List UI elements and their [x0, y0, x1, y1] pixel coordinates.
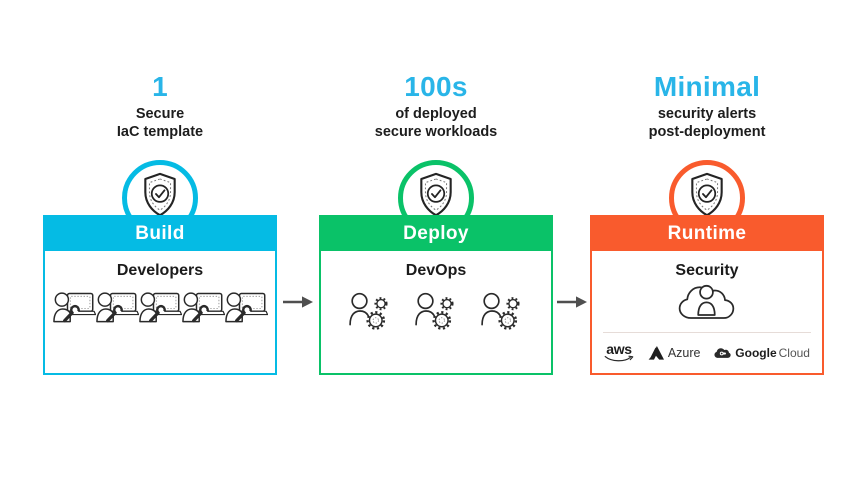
- google-cloud-label-suffix: Cloud: [778, 346, 810, 360]
- column-build: 1 Secure IaC template Build Developers: [43, 0, 277, 488]
- deploy-box: Deploy DevOps: [319, 215, 553, 375]
- deploy-stat: 100s of deployed secure workloads: [319, 72, 553, 142]
- azure-logo: Azure: [648, 346, 701, 360]
- runtime-stat-number: Minimal: [653, 71, 761, 102]
- aws-logo: aws: [604, 340, 634, 364]
- devops-person-gears-icon: [414, 292, 458, 330]
- runtime-role-label: Security: [675, 262, 739, 279]
- runtime-stat-desc-line1: security alerts: [657, 106, 757, 123]
- devops-person-gears-icon: [480, 292, 524, 330]
- developer-at-laptop-icon: [96, 290, 139, 327]
- aws-smile-arrow-icon: [604, 355, 634, 364]
- column-runtime: Minimal security alerts post-deployment …: [590, 0, 824, 488]
- deploy-stat-desc-line1: of deployed: [395, 106, 477, 123]
- devops-icon-row: [321, 292, 551, 330]
- arrow-build-to-deploy-icon: [282, 295, 314, 309]
- aws-logo-label: aws: [606, 340, 632, 357]
- runtime-box: Runtime Security aws Azure: [590, 215, 824, 375]
- build-box: Build Developers: [43, 215, 277, 375]
- shield-check-icon: [685, 170, 729, 220]
- deploy-box-title: Deploy: [320, 216, 552, 251]
- developer-at-laptop-icon: [225, 290, 268, 327]
- build-role-label: Developers: [116, 262, 204, 279]
- shield-check-icon: [414, 170, 458, 220]
- deploy-stat-desc-line2: secure workloads: [374, 124, 498, 141]
- runtime-stat-desc-line2: post-deployment: [648, 124, 766, 141]
- column-deploy: 100s of deployed secure workloads Deploy…: [319, 0, 553, 488]
- google-cloud-icon: [714, 347, 731, 359]
- build-stat-number: 1: [152, 71, 168, 102]
- developers-icon-row: [45, 290, 275, 327]
- build-stat-desc-line1: Secure: [135, 106, 185, 123]
- build-box-title: Build: [44, 216, 276, 251]
- deploy-stat-number: 100s: [404, 71, 468, 102]
- runtime-stat: Minimal security alerts post-deployment: [590, 72, 824, 142]
- build-stat-desc-line2: IaC template: [116, 124, 204, 141]
- runtime-box-title: Runtime: [591, 216, 823, 251]
- google-cloud-label-brand: Google: [735, 346, 777, 360]
- azure-triangle-icon: [648, 346, 664, 360]
- devops-person-gears-icon: [348, 292, 392, 330]
- developer-at-laptop-icon: [139, 290, 182, 327]
- azure-logo-label: Azure: [667, 346, 701, 360]
- security-cloud-person-icon: [676, 278, 738, 324]
- deploy-role-label: DevOps: [405, 262, 467, 279]
- arrow-deploy-to-runtime-icon: [556, 295, 588, 309]
- developer-at-laptop-icon: [53, 290, 96, 327]
- developer-at-laptop-icon: [182, 290, 225, 327]
- build-stat: 1 Secure IaC template: [43, 72, 277, 142]
- shield-check-icon: [138, 170, 182, 220]
- providers-divider: [603, 332, 811, 333]
